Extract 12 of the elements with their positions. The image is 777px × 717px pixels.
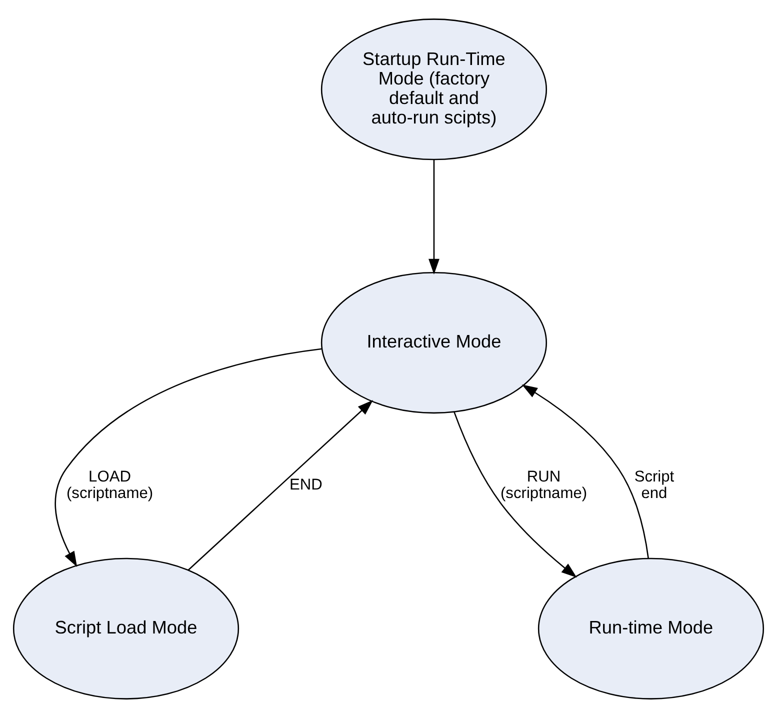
arrow bbox=[54, 348, 322, 567]
arrow bbox=[428, 159, 440, 274]
edge-label: END bbox=[290, 476, 322, 494]
edge-label: LOAD (scriptname) bbox=[66, 468, 154, 502]
edge-label: RUN (scriptname) bbox=[500, 468, 588, 502]
arrow bbox=[188, 400, 374, 570]
arrow bbox=[522, 384, 649, 558]
arrow bbox=[454, 411, 577, 578]
edge-label: Script end bbox=[634, 468, 674, 502]
node-ellipse: Startup Run-Time Mode (factory default and auto-run scipts) bbox=[320, 18, 548, 160]
node-ellipse: Run-time Mode bbox=[538, 557, 764, 699]
node-ellipse: Script Load Mode bbox=[12, 557, 240, 699]
